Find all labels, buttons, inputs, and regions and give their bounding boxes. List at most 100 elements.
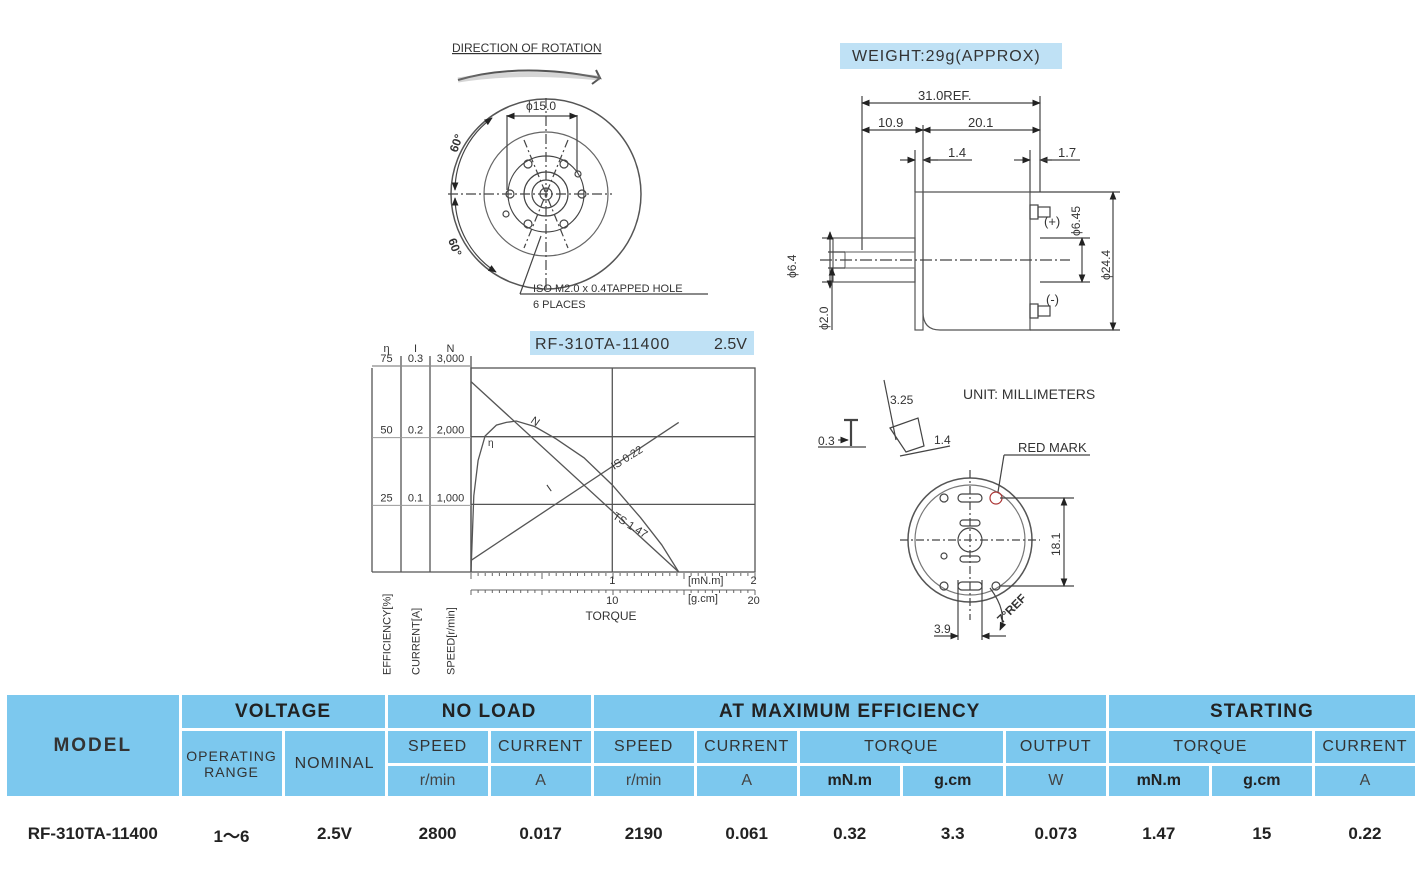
dim-phi-2-0: ϕ2.0 [817,306,831,330]
dim-31-ref: 31.0REF. [918,88,971,103]
axis-label-2: SPEED[r/min] [446,607,458,675]
cell-nl-speed: 2800 [387,799,488,869]
nl-current-header: CURRENT [490,731,591,763]
chart-title: RF-310TA-11400 [535,336,670,353]
dim-0-3: 0.3 [818,434,835,448]
st-torque-header: TORQUE [1108,731,1312,763]
me-current-header: CURRENT [696,731,797,763]
dim-3-9: 3.9 [934,622,951,636]
cell-nominal: 2.5V [284,799,385,869]
annotation-ts: TS 1.47 [610,510,649,541]
series-line-2 [470,420,680,573]
axis-symbol-2: N [447,343,455,355]
axis-tick-label: 3,000 [437,353,465,365]
nominal-header: NOMINAL [284,731,385,796]
me-output-header: OUTPUT [1005,731,1106,763]
starting-header: STARTING [1108,695,1415,728]
cell-st-torque-mnm: 1.47 [1108,799,1209,869]
me-torque-header: TORQUE [799,731,1003,763]
dim-phi-24-4: ϕ24.4 [1099,250,1113,280]
x-tick-label: 1 [609,575,615,587]
x-tick-label: 10 [606,595,618,607]
x-unit-label: [g.cm] [688,593,718,605]
model-header: MODEL [7,695,179,796]
specification-table: MODEL VOLTAGE NO LOAD AT MAXIMUM EFFICIE… [4,692,1418,872]
dim-phi-15: ϕ15.0 [526,99,556,113]
axis-tick-label: 0.1 [408,492,423,504]
me-torque-gcm-unit: g.cm [902,766,1003,796]
axis-tick-label: 2,000 [437,425,465,437]
table-row: RF-310TA-11400 1～6 2.5V 2800 0.017 2190 … [7,799,1415,869]
axis-tick-label: 25 [380,492,392,504]
cell-me-torque-gcm: 3.3 [902,799,1003,869]
annotation-i: I [545,483,554,495]
dim-10-9: 10.9 [878,115,903,130]
plus-terminal-label: (+) [1044,214,1060,229]
weight-label: WEIGHT:29g(APPROX) [852,48,1041,65]
nl-speed-header: SPEED [387,731,488,763]
axis-tick-label: 0.3 [408,353,423,365]
axis-tick-label: 75 [380,353,392,365]
me-torque-mnm-unit: mN.m [799,766,900,796]
minus-terminal-label: (-) [1046,292,1059,307]
dim-1-7: 1.7 [1058,145,1076,160]
side-view: WEIGHT:29g(APPROX) 31.0REF. 10.9 20.1 1.… [785,43,1120,331]
nl-speed-unit: r/min [387,766,488,796]
axis-label-1: CURRENT[A] [411,608,423,675]
dim-phi-6-4: ϕ6.4 [785,254,799,278]
st-torque-mnm-unit: mN.m [1108,766,1209,796]
technical-drawing: DIRECTION OF ROTATION ϕ15.0 60° 60° ISO … [371,41,1120,675]
tapped-hole-label: ISO M2.0 x 0.4TAPPED HOLE [533,283,683,295]
angle-60-bottom: 60° [445,236,464,258]
nl-current-unit: A [490,766,591,796]
dim-1-4-b: 1.4 [934,433,951,447]
axis-tick-label: 50 [380,425,392,437]
cell-model: RF-310TA-11400 [7,799,179,869]
unit-label: UNIT: MILLIMETERS [963,386,1095,402]
cell-me-speed: 2190 [593,799,694,869]
performance-chart: RF-310TA-11400 2.5V η755025EFFICIENCY[%]… [371,331,760,675]
red-mark-label: RED MARK [1018,440,1087,455]
annotation-eta: η [488,438,494,449]
direction-of-rotation-label: DIRECTION OF ROTATION [452,41,602,55]
dim-20-1: 20.1 [968,115,993,130]
cell-me-current: 0.061 [696,799,797,869]
cell-me-output: 0.073 [1005,799,1106,869]
me-speed-header: SPEED [593,731,694,763]
axis-tick-label: 1,000 [437,492,465,504]
angle-60-top: 60° [447,132,466,154]
x-axis-title: TORQUE [585,609,636,623]
dim-7-ref: 7°REF [994,591,1029,626]
axis-symbol-0: η [383,343,389,355]
chart-voltage: 2.5V [714,336,747,353]
annotation-n: N [528,415,541,429]
series-line-0 [470,381,680,573]
places-label: 6 PLACES [533,299,586,311]
dim-3-25: 3.25 [890,393,914,407]
rear-view: UNIT: MILLIMETERS 0.3 3.25 1.4 RED MARK … [818,379,1095,640]
front-view: DIRECTION OF ROTATION ϕ15.0 60° 60° ISO … [445,41,708,311]
me-current-unit: A [696,766,797,796]
annotation-is: IS 0.22 [609,444,645,473]
cell-st-current: 0.22 [1314,799,1415,869]
no-load-header: NO LOAD [387,695,591,728]
x-tick-label: 2 [751,575,757,587]
axis-symbol-1: I [414,343,417,355]
voltage-header: VOLTAGE [181,695,385,728]
cell-me-torque-mnm: 0.32 [799,799,900,869]
st-torque-gcm-unit: g.cm [1211,766,1312,796]
cell-op-range: 1～6 [181,799,282,869]
st-current-unit: A [1314,766,1415,796]
dim-1-4: 1.4 [948,145,966,160]
me-speed-unit: r/min [593,766,694,796]
max-efficiency-header: AT MAXIMUM EFFICIENCY [593,695,1106,728]
dim-18-1: 18.1 [1049,532,1063,556]
x-unit-label: [mN.m] [688,575,723,587]
dim-phi-6-45: ϕ6.45 [1069,206,1083,236]
axis-tick-label: 0.2 [408,425,423,437]
x-tick-label: 20 [747,595,759,607]
cell-nl-current: 0.017 [490,799,591,869]
st-current-header: CURRENT [1314,731,1415,763]
series-line-1 [470,421,680,561]
cell-st-torque-gcm: 15 [1211,799,1312,869]
